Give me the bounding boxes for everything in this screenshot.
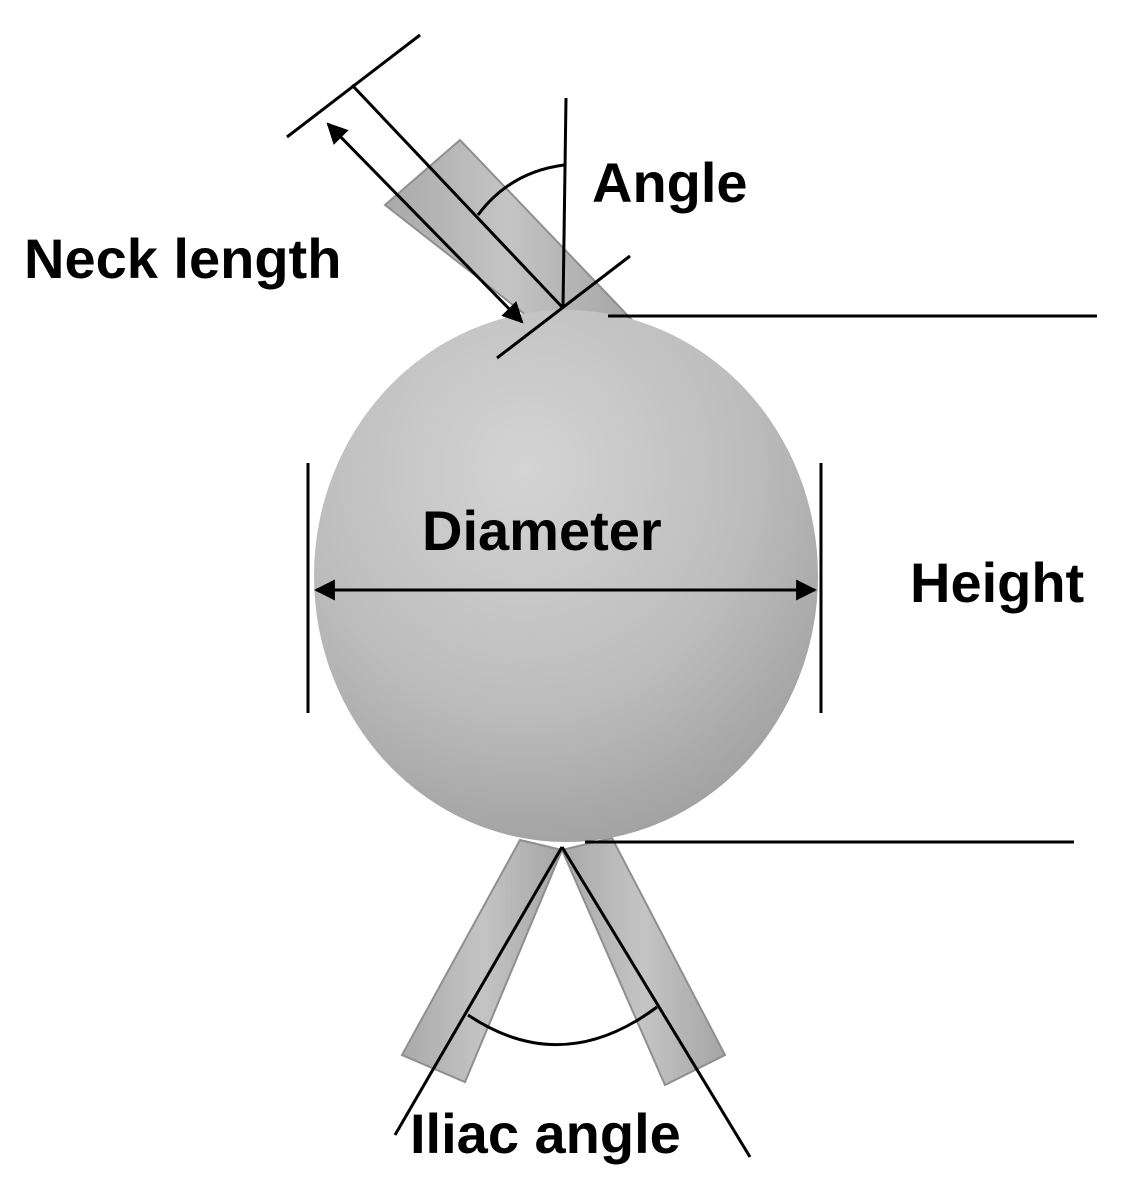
angle-label: Angle [592, 151, 748, 214]
iliac-left-line [393, 846, 564, 1136]
diameter-label: Diameter [422, 499, 662, 562]
neck-length-guide-line [350, 83, 565, 310]
aneurysm-sphere [314, 310, 818, 842]
height-label: Height [910, 551, 1084, 614]
neck-length-label: Neck length [24, 227, 341, 290]
iliac-angle-arc [467, 1005, 658, 1047]
neck-length-arrow [326, 122, 524, 324]
angle-arc [476, 163, 565, 216]
left-iliac-vessel [400, 838, 564, 1084]
vertical-reference-line [561, 97, 568, 309]
iliac-angle-label: Iliac angle [410, 1102, 681, 1165]
iliac-right-line [560, 846, 752, 1158]
right-iliac-vessel [560, 836, 727, 1087]
